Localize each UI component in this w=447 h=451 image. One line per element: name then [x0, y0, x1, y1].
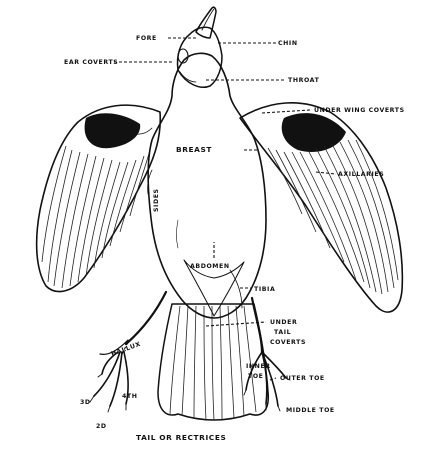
label-outer-toe: OUTER TOE	[280, 375, 325, 382]
labels: FORE CHIN EAR COVERTS THROAT UNDER WING …	[64, 35, 405, 442]
label-sides: SIDES	[153, 188, 160, 212]
label-under-wing-coverts: UNDER WING COVERTS	[314, 107, 405, 114]
right-wing	[240, 103, 402, 312]
left-wing	[37, 105, 161, 291]
head	[178, 7, 223, 87]
right-leg	[244, 298, 290, 411]
label-toe-4th: 4TH	[122, 393, 138, 400]
label-under-tail-coverts-1: UNDER	[270, 319, 297, 326]
label-forehead: FORE	[136, 35, 157, 42]
leader-lines	[114, 38, 336, 380]
label-middle-toe: MIDDLE TOE	[286, 407, 335, 414]
label-ear-coverts: EAR COVERTS	[64, 59, 118, 66]
label-chin: CHIN	[278, 40, 298, 47]
label-tibia: TIBIA	[254, 286, 275, 293]
label-inner-toe-1: INNER	[246, 363, 271, 370]
tail	[158, 304, 268, 420]
label-toe-3d: 3D	[80, 399, 91, 406]
label-throat: THROAT	[288, 77, 320, 84]
label-breast: BREAST	[176, 145, 212, 154]
label-tail: TAIL OR RECTRICES	[136, 433, 226, 442]
label-abdomen: ABDOMEN	[190, 263, 230, 270]
label-under-tail-coverts-3: COVERTS	[270, 339, 306, 346]
label-under-tail-coverts-2: TAIL	[274, 329, 291, 336]
bird-body	[148, 53, 266, 318]
label-inner-toe-2: TOE	[248, 373, 264, 380]
label-toe-2d: 2D	[96, 423, 107, 430]
label-axillaries: AXILLARIES	[338, 171, 384, 178]
